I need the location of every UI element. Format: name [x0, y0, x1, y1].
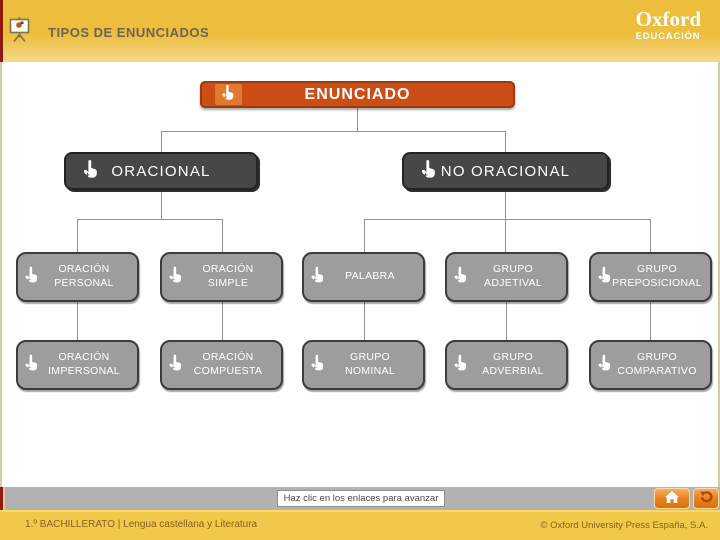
connector-line — [650, 219, 651, 252]
node-oracion-simple[interactable]: + ORACIÓN SIMPLE — [160, 252, 283, 302]
node-grupo-nominal[interactable]: + GRUPO NOMINAL — [302, 340, 425, 390]
easel-icon — [9, 16, 30, 43]
connector-line — [222, 219, 223, 252]
node-label: ORACIÓN SIMPLE — [202, 263, 254, 289]
hand-cursor-icon: + — [24, 354, 39, 376]
header: TIPOS DE ENUNCIADOS Oxford EDUCACIÓN — [0, 0, 720, 62]
svg-text:+: + — [313, 275, 318, 283]
svg-text:+: + — [27, 363, 32, 371]
hint-band: Haz clic en los enlaces para avanzar — [0, 487, 720, 510]
diagram-canvas: + ENUNCIADO + ORACIONAL + NO ORACI — [0, 62, 720, 487]
node-label: GRUPO NOMINAL — [345, 351, 395, 377]
svg-text:+: + — [27, 275, 32, 283]
node-label: GRUPO ADVERBIAL — [482, 351, 544, 377]
node-grupo-preposicional[interactable]: + GRUPO PREPOSICIONAL — [589, 252, 712, 302]
hint-label: Haz clic en los enlaces para avanzar — [277, 490, 445, 507]
hand-cursor-icon: + — [420, 159, 437, 183]
node-oracion-compuesta[interactable]: + ORACIÓN COMPUESTA — [160, 340, 283, 390]
connector-line — [505, 131, 506, 152]
connector-line — [364, 302, 365, 340]
node-label: GRUPO PREPOSICIONAL — [612, 263, 702, 289]
node-oracion-personal[interactable]: + ORACIÓN PERSONAL — [16, 252, 139, 302]
node-enunciado[interactable]: + ENUNCIADO — [200, 81, 515, 108]
hand-cursor-icon: + — [310, 266, 325, 288]
node-label: ORACIÓN COMPUESTA — [193, 351, 263, 377]
connector-line — [161, 131, 506, 132]
node-grupo-adjetival[interactable]: + GRUPO ADJETIVAL — [445, 252, 568, 302]
node-label: GRUPO COMPARATIVO — [617, 351, 697, 377]
svg-text:+: + — [171, 363, 176, 371]
oxford-logo: Oxford EDUCACIÓN — [636, 9, 701, 42]
node-label: GRUPO ADJETIVAL — [484, 263, 542, 289]
svg-text:+: + — [600, 363, 605, 371]
node-label: NO ORACIONAL — [440, 162, 571, 180]
connector-line — [77, 219, 78, 252]
copyright: © Oxford University Press España, S.A. — [540, 520, 708, 531]
connector-line — [77, 302, 78, 340]
band-left-accent — [0, 487, 3, 510]
svg-text:+: + — [456, 363, 461, 371]
hand-cursor-icon: + — [310, 354, 325, 376]
back-icon — [699, 490, 714, 507]
node-no-oracional[interactable]: + NO ORACIONAL — [402, 152, 609, 190]
oxford-wordmark: Oxford — [635, 7, 701, 31]
hand-cursor-icon: + — [597, 266, 612, 288]
footer: 1.º BACHILLERATO | Lengua castellana y L… — [0, 510, 720, 540]
header-left-accent — [0, 0, 3, 62]
svg-text:+: + — [223, 94, 228, 100]
hand-cursor-icon: + — [597, 354, 612, 376]
back-button[interactable] — [693, 488, 719, 509]
connector-line — [222, 302, 223, 340]
hand-cursor-icon: + — [168, 354, 183, 376]
hand-cursor-icon: + — [221, 84, 235, 105]
connector-line — [505, 219, 506, 252]
connector-line — [650, 302, 651, 340]
node-label: ENUNCIADO — [304, 85, 411, 103]
connector-line — [77, 219, 222, 220]
node-palabra[interactable]: + PALABRA — [302, 252, 425, 302]
hand-cursor-icon: + — [453, 354, 468, 376]
node-label: ORACIÓN IMPERSONAL — [48, 351, 120, 377]
connector-line — [364, 219, 651, 220]
home-button[interactable] — [654, 488, 690, 509]
page-title: TIPOS DE ENUNCIADOS — [48, 25, 210, 40]
connector-line — [161, 131, 162, 152]
course-label: 1.º BACHILLERATO | Lengua castellana y L… — [25, 519, 258, 530]
connector-line — [357, 108, 358, 131]
node-label: PALABRA — [345, 270, 395, 283]
connector-line — [506, 302, 507, 340]
hand-cursor-icon: + — [24, 266, 39, 288]
node-grupo-comparativo[interactable]: + GRUPO COMPARATIVO — [589, 340, 712, 390]
connector-line — [505, 190, 506, 219]
home-icon — [664, 490, 680, 507]
hand-cursor-icon: + — [168, 266, 183, 288]
svg-text:+: + — [85, 169, 91, 178]
hand-cursor-icon: + — [82, 159, 99, 183]
svg-text:+: + — [313, 363, 318, 371]
node-oracional[interactable]: + ORACIONAL — [64, 152, 258, 190]
node-label: ORACIONAL — [111, 162, 211, 180]
node-grupo-adverbial[interactable]: + GRUPO ADVERBIAL — [445, 340, 568, 390]
connector-line — [161, 190, 162, 219]
svg-text:+: + — [171, 275, 176, 283]
hand-cursor-icon: + — [453, 266, 468, 288]
svg-text:+: + — [456, 275, 461, 283]
svg-text:+: + — [600, 275, 605, 283]
band-left-accent-tan — [3, 487, 5, 510]
node-oracion-impersonal[interactable]: + ORACIÓN IMPERSONAL — [16, 340, 139, 390]
connector-line — [364, 219, 365, 252]
oxford-division-label: EDUCACIÓN — [635, 31, 701, 42]
node-label: ORACIÓN PERSONAL — [54, 263, 114, 289]
svg-text:+: + — [423, 169, 429, 178]
